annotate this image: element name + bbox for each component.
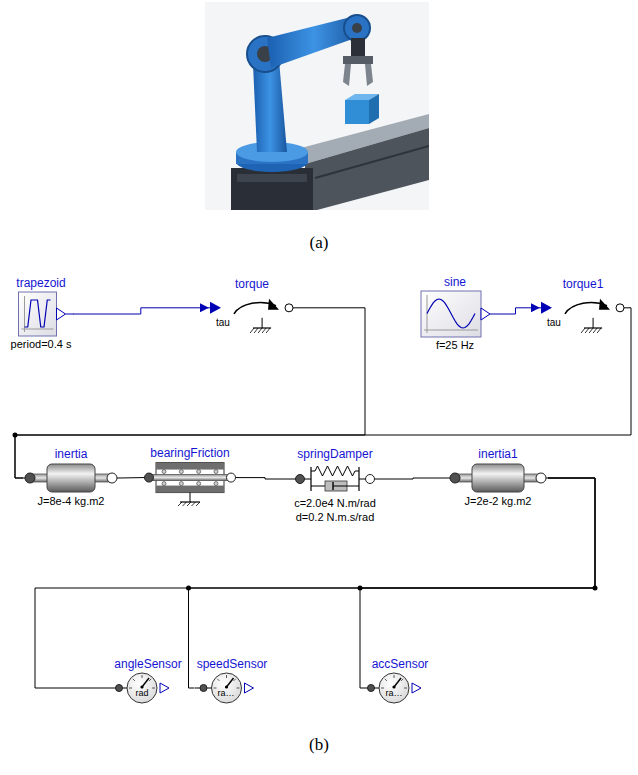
block-icon: rad xyxy=(112,672,184,704)
modelica-block: sine f=25 Hz xyxy=(418,275,492,352)
modelica-block: trapezoid period=0.4 s xyxy=(9,276,74,351)
torque-symbol xyxy=(208,292,296,336)
modelica-block: angleSensor rad xyxy=(112,657,184,704)
sine-symbol xyxy=(418,290,492,338)
port-unit-text: ra… xyxy=(374,688,414,699)
port-unit-text: tau xyxy=(216,317,230,328)
port-unit-text: ra… xyxy=(206,688,246,699)
robot-arm-illustration xyxy=(205,2,429,210)
junction-dot xyxy=(186,586,191,591)
block-icon: ra… xyxy=(366,672,434,704)
block-icon xyxy=(292,462,378,496)
inertia-symbol xyxy=(448,462,548,494)
junction-dot xyxy=(358,586,363,591)
modelica-block: bearingFriction xyxy=(142,446,238,507)
signal-connector xyxy=(74,308,209,314)
block-name: inertia xyxy=(55,447,88,462)
block-icon xyxy=(418,290,492,338)
parameter-text: d=0.2 N.m.s/rad xyxy=(296,510,375,524)
flange-connector xyxy=(360,478,595,688)
block-icon: tau xyxy=(208,292,296,336)
parameter-text: c=2.0e4 N.m/rad xyxy=(294,496,376,510)
subfigure-label: (a) xyxy=(310,233,329,253)
block-name: bearingFriction xyxy=(150,446,229,461)
spring-symbol xyxy=(292,462,378,496)
block-icon xyxy=(142,461,238,507)
block-icon: ra… xyxy=(195,672,270,704)
modelica-block: springDamper c=2.0e4 N.m/radd=0.2 N.m.s/r… xyxy=(292,447,378,524)
bearing-symbol xyxy=(142,461,238,507)
subfigure-label: (b) xyxy=(309,735,329,755)
block-name: trapezoid xyxy=(16,276,65,291)
inertia-symbol xyxy=(23,462,119,494)
torque-symbol xyxy=(539,292,627,336)
modelica-block: inertiaJ=8e-4 kg.m2 xyxy=(23,447,119,508)
flange-connector xyxy=(35,478,595,688)
signal-connector xyxy=(492,308,539,314)
block-name: inertia1 xyxy=(478,447,517,462)
modelica-block: accSensor ra… xyxy=(366,657,434,704)
port-unit-text: rad xyxy=(122,688,162,699)
block-name: accSensor xyxy=(372,657,429,672)
flange-connector xyxy=(15,308,631,478)
flange-connector xyxy=(378,478,448,479)
block-icon xyxy=(9,291,74,337)
parameter-text: f=25 Hz xyxy=(436,338,474,352)
block-name: torque1 xyxy=(563,277,604,292)
block-name: sine xyxy=(444,275,466,290)
block-icon xyxy=(448,462,548,494)
parameter-text: period=0.4 s xyxy=(11,337,72,351)
block-name: angleSensor xyxy=(114,657,181,672)
flange-connector xyxy=(119,477,142,478)
junction-dot xyxy=(593,586,598,591)
junction-dot xyxy=(13,433,18,438)
modelica-block: torque tau xyxy=(208,277,296,336)
modelica-block: torque1 tau xyxy=(539,277,627,336)
block-name: speedSensor xyxy=(197,657,268,672)
modelica-block: inertia1J=2e-2 kg.m2 xyxy=(448,447,548,508)
flange-connector xyxy=(238,478,292,479)
block-icon: tau xyxy=(539,292,627,336)
modelica-block: speedSensor ra… xyxy=(195,657,270,704)
port-unit-text: tau xyxy=(547,317,561,328)
block-name: springDamper xyxy=(297,447,372,462)
block-icon xyxy=(23,462,119,494)
trap-symbol xyxy=(9,291,74,337)
parameter-text: J=2e-2 kg.m2 xyxy=(465,494,532,508)
block-name: torque xyxy=(235,277,269,292)
parameter-text: J=8e-4 kg.m2 xyxy=(38,494,105,508)
flange-connector xyxy=(189,478,596,688)
